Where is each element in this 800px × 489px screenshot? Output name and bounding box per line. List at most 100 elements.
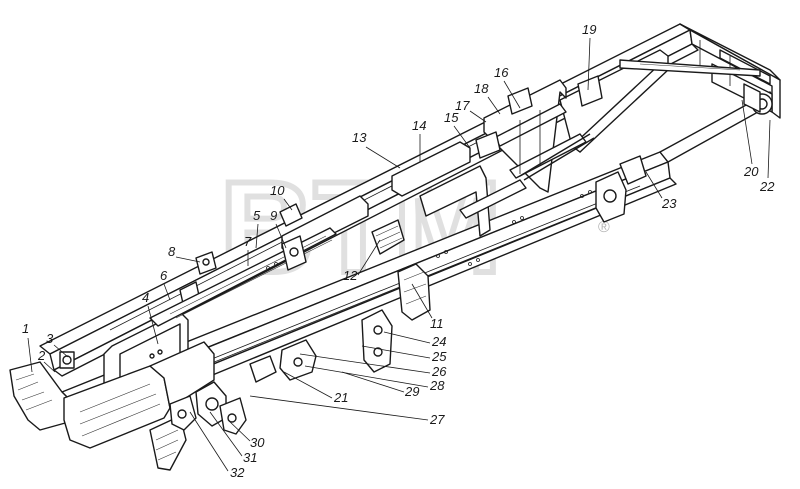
left-side-rail xyxy=(61,151,677,429)
callout-number: 7 xyxy=(244,234,252,249)
front-tow-hooks xyxy=(169,381,247,435)
callout-15: 15 xyxy=(444,110,471,149)
callout-leader-line xyxy=(365,146,401,169)
callout-12: 12 xyxy=(343,239,381,283)
callout-leader-line xyxy=(27,337,33,373)
callout-leader-line xyxy=(587,37,591,91)
callout-leader-line xyxy=(147,305,159,345)
callout-5: 5 xyxy=(253,208,261,249)
callout-20: 20 xyxy=(741,99,759,179)
callout-25: 25 xyxy=(361,345,447,364)
callout-number: 6 xyxy=(160,268,168,283)
callout-number: 22 xyxy=(759,179,775,194)
callout-leader-line xyxy=(249,395,429,421)
callout-leader-line xyxy=(53,344,69,358)
callout-number: 1 xyxy=(22,321,29,336)
callout-labels: 1234567891011121314151617181920212223242… xyxy=(22,22,775,480)
callout-leader-line xyxy=(283,198,293,211)
callout-number: 15 xyxy=(444,110,459,125)
callout-leader-line xyxy=(411,283,433,319)
callout-leader-line xyxy=(361,345,431,359)
callout-number: 19 xyxy=(582,22,596,37)
callout-number: 30 xyxy=(250,435,265,450)
callout-number: 23 xyxy=(661,196,677,211)
callout-number: 10 xyxy=(270,183,285,198)
callout-leader-line xyxy=(283,371,333,399)
callout-16: 16 xyxy=(494,65,521,109)
callout-27: 27 xyxy=(249,395,445,427)
callout-leader-line xyxy=(383,331,431,344)
callout-28: 28 xyxy=(304,365,445,393)
callout-number: 12 xyxy=(343,268,358,283)
callout-leader-line xyxy=(741,99,753,165)
callout-number: 17 xyxy=(455,98,470,113)
watermark-registered-mark: ® xyxy=(598,219,610,236)
callout-18: 18 xyxy=(474,81,501,115)
callout-leader-line xyxy=(503,80,521,109)
callout-number: 18 xyxy=(474,81,489,96)
callout-leader-line xyxy=(341,371,405,393)
callout-1: 1 xyxy=(22,321,33,373)
callout-number: 4 xyxy=(142,290,149,305)
callout-number: 31 xyxy=(243,450,257,465)
callout-leader-line xyxy=(275,223,287,249)
callout-13: 13 xyxy=(352,130,401,169)
callout-number: 2 xyxy=(37,348,46,363)
callout-number: 8 xyxy=(168,244,176,259)
callout-number: 5 xyxy=(253,208,261,223)
callout-leader-line xyxy=(163,283,171,301)
callout-leader-line xyxy=(227,419,251,442)
callout-leader-line xyxy=(175,256,201,263)
callout-4: 4 xyxy=(142,290,159,345)
callout-9: 9 xyxy=(270,208,287,249)
callout-number: 21 xyxy=(333,390,348,405)
rear-end-section xyxy=(659,23,781,163)
callout-17: 17 xyxy=(455,98,487,123)
callout-leader-line xyxy=(255,223,259,249)
callout-number: 32 xyxy=(230,465,245,480)
callout-2: 2 xyxy=(37,348,56,373)
rail-rivets xyxy=(266,190,592,270)
callout-number: 26 xyxy=(431,364,447,379)
callout-number: 11 xyxy=(430,316,444,331)
callout-29: 29 xyxy=(341,371,419,399)
callout-number: 28 xyxy=(429,378,445,393)
callout-number: 3 xyxy=(46,331,54,346)
callout-number: 20 xyxy=(743,164,759,179)
callout-leader-line xyxy=(304,365,429,388)
frame-drawing xyxy=(9,23,781,471)
callout-32: 32 xyxy=(189,411,245,480)
callout-24: 24 xyxy=(383,331,446,349)
callout-number: 25 xyxy=(431,349,447,364)
callout-leader-line xyxy=(43,361,56,373)
callout-number: 14 xyxy=(412,118,426,133)
callout-leader-line xyxy=(487,96,501,115)
callout-31: 31 xyxy=(209,411,257,465)
callout-11: 11 xyxy=(411,283,444,331)
spring-brackets xyxy=(149,59,761,383)
callout-30: 30 xyxy=(227,419,265,450)
callout-3: 3 xyxy=(46,331,69,358)
callout-22: 22 xyxy=(759,119,775,194)
callout-number: 24 xyxy=(431,334,446,349)
callout-leader-line xyxy=(645,171,663,199)
callout-10: 10 xyxy=(270,183,293,211)
callout-number: 16 xyxy=(494,65,509,80)
cross-members xyxy=(103,49,669,421)
propeller-shaft xyxy=(519,133,595,181)
callout-number: 13 xyxy=(352,130,367,145)
callout-7: 7 xyxy=(244,234,252,266)
callout-leader-line xyxy=(299,353,431,374)
callout-number: 29 xyxy=(404,384,419,399)
callout-leader-line xyxy=(209,411,243,457)
callout-8: 8 xyxy=(168,244,201,263)
callout-26: 26 xyxy=(299,353,447,379)
callout-21: 21 xyxy=(283,371,348,405)
callout-23: 23 xyxy=(645,171,677,211)
callout-14: 14 xyxy=(412,118,426,162)
callout-leader-line xyxy=(767,119,771,179)
callout-leader-line xyxy=(469,110,487,123)
callout-leader-line xyxy=(453,125,471,149)
front-bumper xyxy=(9,341,215,471)
